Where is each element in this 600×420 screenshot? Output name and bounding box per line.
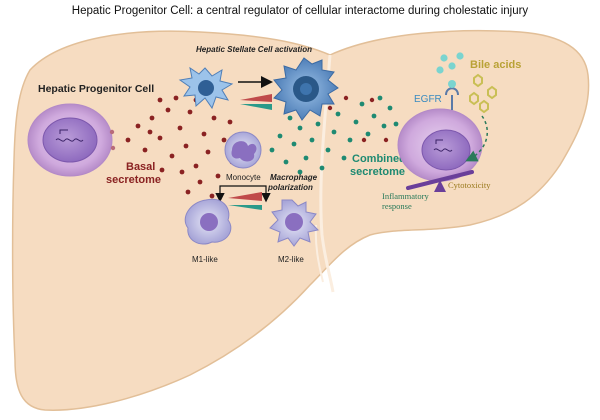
inflammatory-label-line1: Inflammatory <box>382 191 429 201</box>
combined-label-line2: secretome <box>350 166 405 178</box>
basal-label-line2: secretome <box>106 174 161 186</box>
egfr-label: EGFR <box>414 94 442 105</box>
bile-acid-icon <box>436 52 464 74</box>
monocyte-icon <box>224 131 262 169</box>
m1-label: M1-like <box>192 255 218 264</box>
membrane-dot <box>110 145 116 151</box>
wedge-red-icon <box>240 94 272 102</box>
macrophage-polarization-label: Macrophage polarization <box>267 173 319 192</box>
combined-secretome-dots <box>269 95 399 175</box>
m2-macrophage-icon <box>269 199 320 247</box>
macrophage-label-line1: Macrophage <box>270 173 318 182</box>
hepatic-progenitor-cell-icon <box>27 103 113 177</box>
basal-secretome-label: Basal secretome <box>106 161 161 186</box>
basal-label-line1: Basal <box>126 161 155 173</box>
hpc-label: Hepatic Progenitor Cell <box>38 83 154 95</box>
hsc-activation-label: Hepatic Stellate Cell activation <box>196 45 312 54</box>
stellate-cell-icon <box>178 66 234 110</box>
figure-title: Hepatic Progenitor Cell: a central regul… <box>72 5 529 17</box>
mixed-secretome-dots <box>327 95 389 143</box>
activated-stellate-cell-icon <box>273 57 339 121</box>
combined-secretome-label: Combined secretome <box>350 153 409 178</box>
m1-macrophage-icon <box>184 198 232 245</box>
seesaw-icon <box>406 170 474 192</box>
macrophage-label-line2: polarization <box>267 183 313 192</box>
polarization-arrow-right <box>244 185 271 203</box>
bile-acids-label: Bile acids <box>470 59 521 71</box>
membrane-dot <box>109 129 115 135</box>
wedge-teal-icon <box>240 104 272 110</box>
wedge-red-small-icon <box>228 192 262 201</box>
polarization-arrow-left <box>215 185 244 203</box>
monocyte-label: Monocyte <box>226 173 261 182</box>
egfr-receptor-icon <box>445 80 459 110</box>
m2-label: M2-like <box>278 255 304 264</box>
signal-dashed-arrow <box>465 115 488 162</box>
inflammatory-label: Inflammatory response <box>382 191 431 211</box>
inflammatory-label-line2: response <box>382 201 412 211</box>
cytotoxicity-label: Cytotoxicity <box>448 180 491 190</box>
combined-label-line1: Combined <box>352 153 406 165</box>
wedge-teal-small-icon <box>228 205 262 210</box>
hepatic-progenitor-cell-right-icon <box>397 108 483 182</box>
bile-acid-molecules <box>469 73 497 114</box>
